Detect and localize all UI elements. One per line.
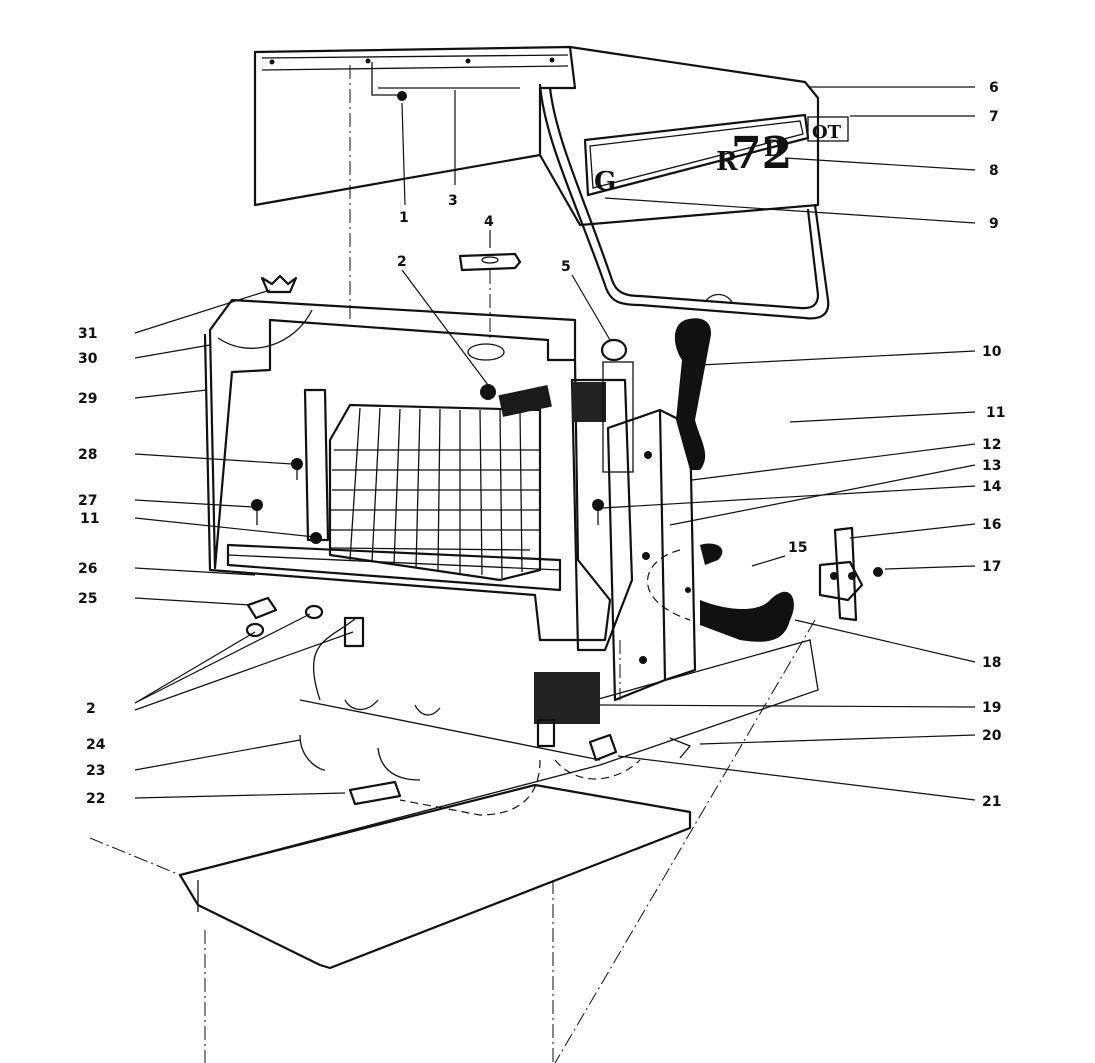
callout-labels: 1 2 2 3 4 5 6 7 8 9 10 11 11 12 13 14 15… [78,80,1005,810]
callout-26: 26 [78,561,97,577]
decal-letter-left: G [594,167,616,197]
hood-latch [818,526,883,622]
callout-23: 23 [86,763,105,779]
radiator-core-fins [330,407,540,579]
hood-assembly: G R 72 D OT [253,45,849,320]
wing-nut-icon [260,274,298,294]
callout-31: 31 [78,326,97,342]
decal-suffix: OT [812,122,842,143]
callout-16: 16 [982,517,1001,533]
callout-4: 4 [484,214,494,230]
pad-icon [458,252,522,272]
callout-1: 1 [399,210,409,226]
callout-14: 14 [982,479,1002,495]
callout-5: 5 [561,259,571,275]
callout-6: 6 [989,80,999,96]
tractor-body [178,596,819,970]
callout-27: 27 [78,493,97,509]
callout-30: 30 [78,351,98,367]
callout-18: 18 [982,655,1001,671]
hoses [600,318,794,642]
bolt-icon [397,91,407,101]
callout-12: 12 [982,437,1001,453]
callout-2: 2 [397,254,407,270]
leader-lines [134,86,976,801]
callout-29: 29 [78,391,97,407]
callout-15: 15 [788,540,807,556]
callout-24: 24 [86,737,106,753]
decal-number: 72 [731,128,792,179]
callout-22: 22 [86,791,105,807]
callout-19: 19 [982,700,1001,716]
radiator-shroud [203,298,634,652]
callout-21: 21 [982,794,1001,810]
callout-13: 13 [982,458,1001,474]
callout-7: 7 [989,109,999,125]
callout-2: 2 [86,701,96,717]
callout-10: 10 [982,344,1002,360]
center-lines [89,65,816,1063]
decal-letter-mid: R [716,147,738,177]
callout-28: 28 [78,447,97,463]
callout-17: 17 [982,559,1001,575]
callout-25: 25 [78,591,97,607]
fan-duct [606,408,697,702]
callout-3: 3 [448,193,458,209]
callout-11: 11 [986,405,1005,421]
callout-20: 20 [982,728,1002,744]
nut-icon [480,384,496,400]
decal-letter-d: D [764,136,783,162]
callout-9: 9 [989,216,999,232]
callout-8: 8 [989,163,999,179]
callout-11: 11 [80,511,99,527]
